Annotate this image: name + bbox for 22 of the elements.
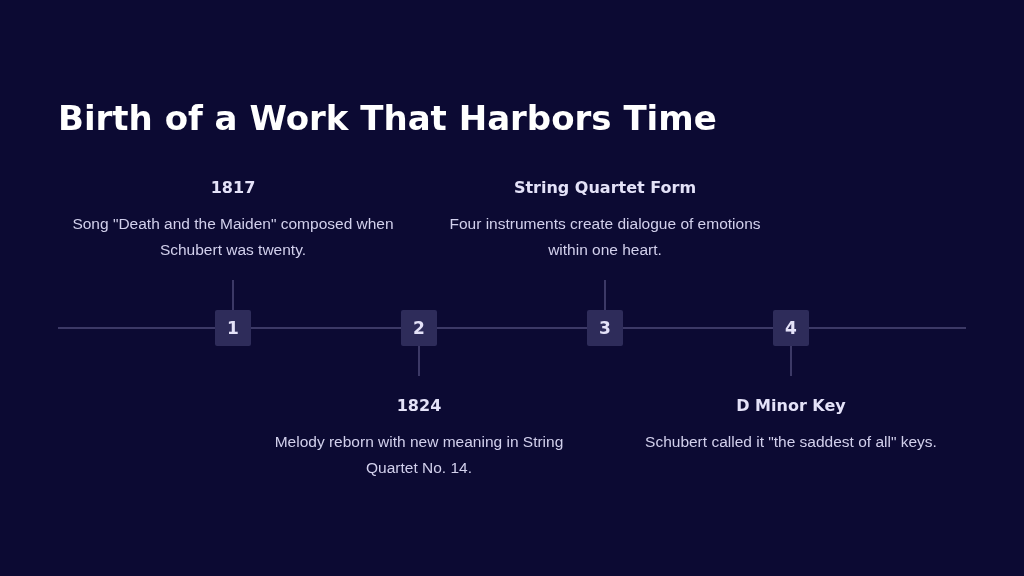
connector-line: [790, 345, 792, 377]
timeline-line: [808, 327, 967, 329]
milestone-heading: String Quartet Form: [513, 178, 697, 197]
milestone-description: Four instruments create dialogue of emotions within one heart.: [448, 214, 762, 260]
milestone-heading: D Minor Key: [736, 396, 846, 415]
timeline-line: [57, 327, 216, 329]
step-number: 1: [215, 310, 251, 346]
step-number: 3: [587, 310, 623, 346]
connector-line: [604, 279, 606, 311]
step-number: 2: [401, 310, 437, 346]
connector-line: [232, 279, 234, 311]
milestone-heading: 1817: [210, 178, 256, 197]
milestone-heading: 1824: [396, 396, 442, 415]
milestone-description: Melody reborn with new meaning in String Quartet No. 14.: [273, 432, 565, 478]
timeline-line: [622, 327, 774, 329]
title: Birth of a Work That Harbors Time: [58, 98, 717, 138]
milestone-description: Schubert called it "the saddest of all" keys.: [644, 432, 938, 452]
timeline-line: [250, 327, 402, 329]
timeline-line: [436, 327, 588, 329]
milestone-description: Song "Death and the Maiden" composed when Schubert was twenty.: [71, 214, 395, 260]
connector-line: [418, 345, 420, 377]
step-number: 4: [773, 310, 809, 346]
